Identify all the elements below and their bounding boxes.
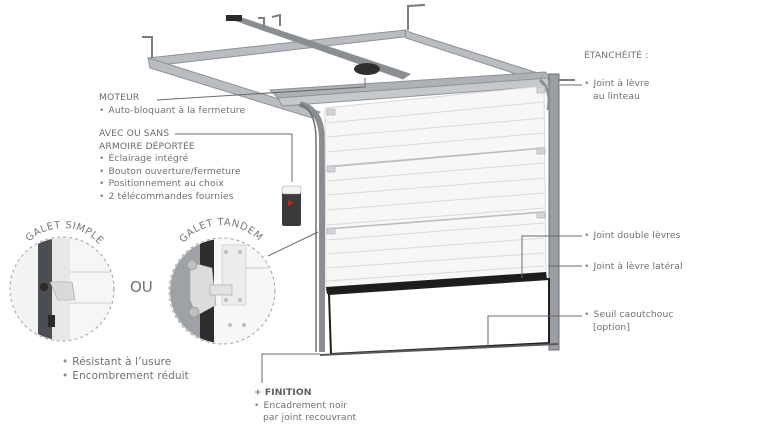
joint-linteau-line1: Joint à lèvre [584, 78, 650, 91]
armoire-item: 2 télécommandes fournies [99, 191, 241, 204]
moteur-title: MOTEUR [99, 92, 140, 103]
finition-line2: par joint recouvrant [263, 412, 357, 424]
joint-linteau-block: Joint à lèvre au linteau [584, 78, 649, 103]
door-panel [319, 85, 559, 356]
seuil-line1: Seuil caoutchouc [584, 309, 674, 322]
or-separator: OU [130, 278, 153, 296]
galet-benefit: Encombrement réduit [62, 369, 189, 383]
joint-double-levres: Joint double lèvres [584, 230, 681, 243]
galet-simple-zoom [9, 236, 115, 342]
right-track [538, 73, 560, 351]
galet-benefits: Résistant à l’usure Encombrement réduit [62, 355, 189, 383]
seuil-line2: [option] [593, 321, 631, 333]
etancheite-title: ÉTANCHÉITÉ : [584, 50, 649, 61]
finition-block: FINITION Encadrement noir par joint reco… [254, 387, 356, 425]
motor-unit [354, 63, 380, 75]
bottom-seal [326, 272, 547, 294]
joint-linteau-line2: au linteau [593, 90, 641, 102]
armoire-item: Éclairage intégré [99, 153, 241, 166]
armoire-title-1: AVEC OU SANS [99, 128, 170, 139]
left-track [299, 101, 325, 352]
moteur-item: Auto-bloquant à la fermeture [99, 105, 246, 118]
joint-levre-lateral: Joint à lèvre latéral [584, 261, 683, 274]
finition-title: FINITION [254, 387, 356, 400]
finition-line1: Encadrement noir [254, 400, 356, 413]
galet-tandem-zoom [168, 237, 276, 345]
galet-benefit: Résistant à l’usure [62, 355, 189, 369]
moteur-block: MOTEUR Auto-bloquant à la fermeture [99, 92, 245, 117]
armoire-item: Bouton ouverture/fermeture [99, 166, 241, 179]
armoire-title-2: ARMOIRE DÉPORTÉE [99, 140, 195, 152]
wall-control-box [281, 185, 302, 226]
ceiling-rails [147, 15, 562, 119]
seuil-block: Seuil caoutchouc [option] [584, 309, 674, 334]
armoire-block: AVEC OU SANS ARMOIRE DÉPORTÉE Éclairage … [99, 128, 241, 204]
leader-lines [156, 78, 582, 383]
armoire-item: Positionnement au choix [99, 178, 241, 191]
